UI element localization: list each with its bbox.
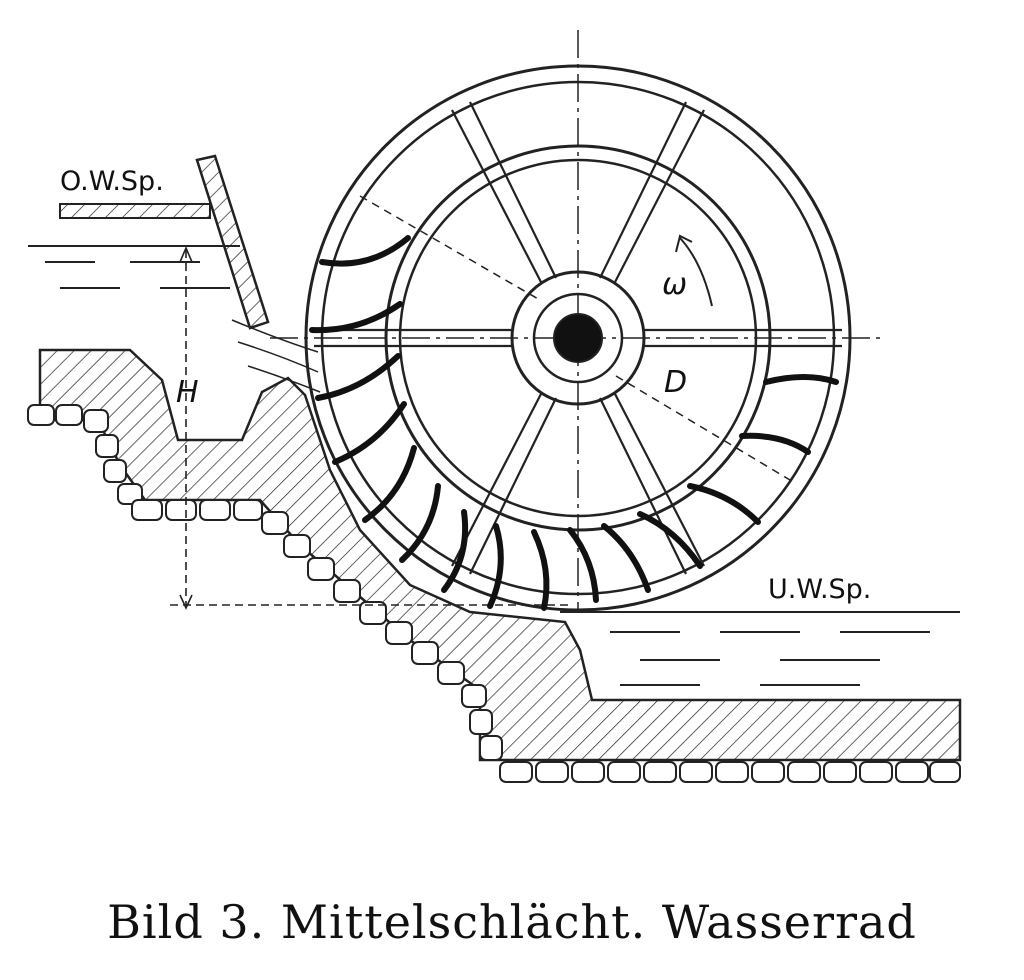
head-label: H <box>176 375 199 410</box>
angular-velocity-label: ω <box>662 267 687 302</box>
cobblestone-foundation <box>27 404 961 783</box>
sluice-gate <box>195 154 270 330</box>
diameter-label: D <box>664 365 687 400</box>
head-dimension <box>170 245 570 610</box>
lower-water-level-label: U.W.Sp. <box>768 574 871 605</box>
wheel-buckets <box>309 235 839 611</box>
upper-water-level <box>28 245 240 289</box>
upper-level-ledge <box>59 203 211 219</box>
figure-caption: Bild 3. Mittelschlächt. Wasserrad <box>107 895 917 949</box>
upper-water-level-label: O.W.Sp. <box>60 166 164 197</box>
rotation-arrow <box>675 234 713 307</box>
lower-water-level <box>560 611 960 686</box>
